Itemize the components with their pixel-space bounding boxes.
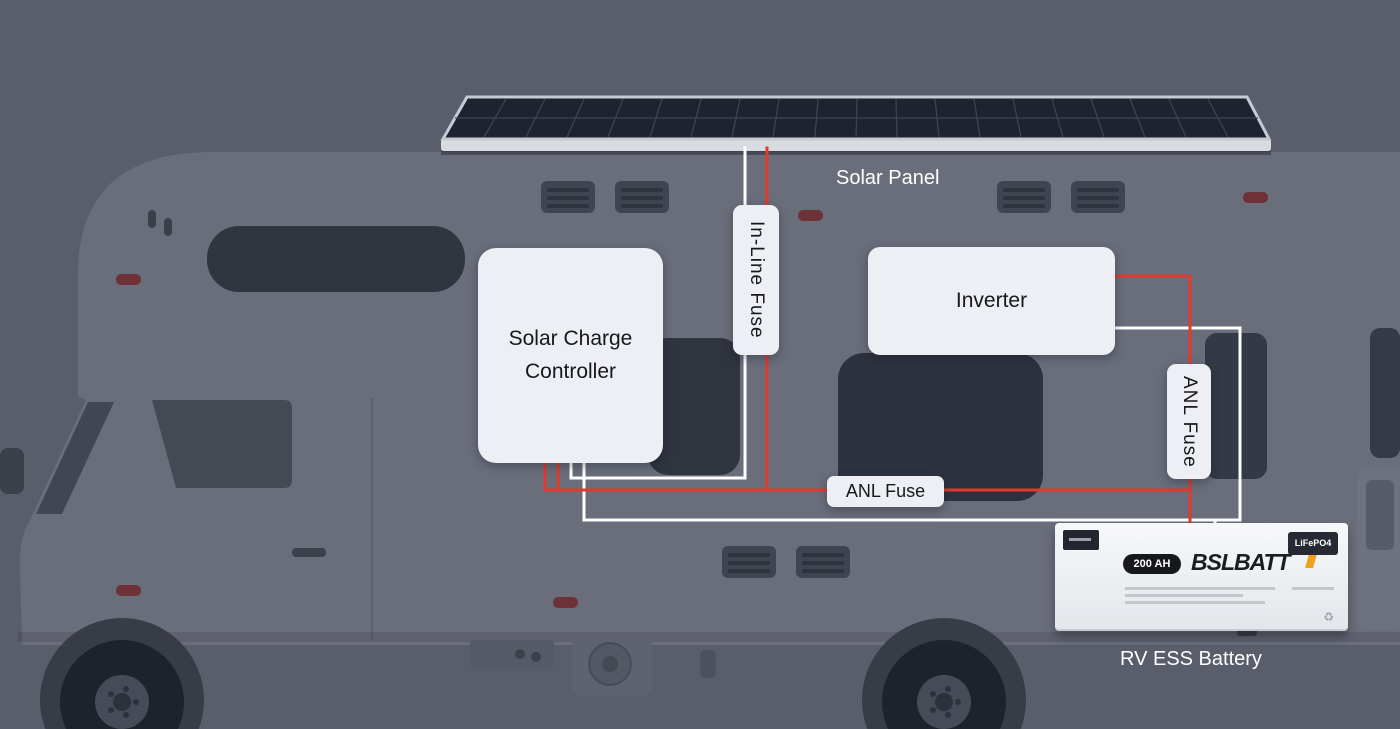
solar-panel-cell-grid [455,98,1258,138]
anl-fuse-horizontal-box: ANL Fuse [827,476,944,507]
entry-step [470,640,554,668]
solar-panel [440,95,1272,155]
inline-fuse-label: In-Line Fuse [746,221,767,339]
body-detail [531,652,541,662]
marker-lights [116,192,1268,608]
anl-fuse-vertical-box: ANL Fuse [1167,364,1211,479]
battery-terminal [1063,530,1099,550]
battery-brand-logo: BSLBATT [1191,549,1291,575]
controller-label-line2: Controller [524,359,617,383]
lower-vents [722,546,850,578]
inline-fuse-box: In-Line Fuse [733,205,779,355]
battery-fineprint-bar [1125,594,1243,597]
side-window-4 [1370,328,1400,458]
rear-door-window [1366,480,1394,550]
rear-wheel [862,618,1026,729]
battery-chemistry-badge: LiFePO4 [1288,532,1338,555]
wire-inverter-negative [1113,326,1242,522]
solar-charge-controller-box: Solar Charge Controller [478,248,663,463]
front-wheel [40,618,204,729]
battery-fineprint-bar [1125,587,1275,590]
battery-fineprint-bar [1125,601,1265,604]
door-handle [292,548,326,557]
solar-panel-frame-lip [441,139,1271,151]
anl-fuse-vertical-label: ANL Fuse [1179,375,1200,468]
inverter-label: Inverter [955,289,1028,312]
drain-outlet [700,650,716,678]
battery-capacity-badge: 200 AH [1123,554,1181,574]
battery-logo-accent [1305,554,1317,568]
rv-skirt-shadow [18,632,1400,642]
anl-fuse-horizontal-label: ANL Fuse [845,481,926,501]
rv-ess-battery-label: RV ESS Battery [1120,648,1262,670]
windshield [36,402,114,514]
solar-panel-shadow [441,151,1271,155]
body-detail [515,649,525,659]
fuel-cap-center [602,656,618,672]
side-window-3 [1205,333,1267,479]
side-window-2 [838,353,1043,501]
side-window-1 [648,338,740,475]
trim-dot [148,210,156,228]
recycle-icon: ♻ [1323,610,1334,624]
trim-dot [164,218,172,236]
solar-panel-label: Solar Panel [836,167,940,189]
side-mirror [0,448,24,494]
battery-image: 200 AH BSLBATT LiFePO4 ♻ [1055,523,1348,631]
cab-door-window [152,400,292,488]
roof-vents [541,181,1125,213]
inverter-box: Inverter [868,247,1115,355]
overcab-window [207,226,465,292]
battery-fineprint-bar [1292,587,1334,590]
controller-label-line1: Solar Charge [508,326,633,350]
